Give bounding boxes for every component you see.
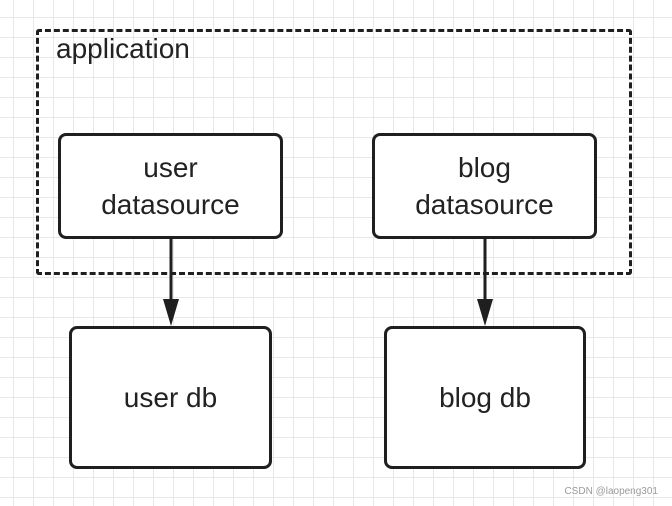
- arrowhead-icon: [477, 299, 493, 326]
- application-label: application: [56, 33, 190, 64]
- arrowhead-icon: [163, 299, 179, 326]
- node-label-line: datasource: [415, 189, 554, 220]
- node-user-datasource[interactable]: user datasource: [58, 133, 283, 239]
- node-label-line: user: [143, 152, 198, 183]
- node-user-db[interactable]: user db: [69, 326, 272, 469]
- watermark: CSDN @laopeng301: [564, 486, 658, 497]
- node-blog-db[interactable]: blog db: [384, 326, 586, 469]
- node-label-line: datasource: [101, 189, 240, 220]
- node-label: user db: [123, 382, 218, 413]
- application-container: [36, 29, 632, 275]
- node-label: blog db: [439, 382, 531, 413]
- node-blog-datasource[interactable]: blog datasource: [372, 133, 597, 239]
- node-label-line: blog: [458, 152, 511, 183]
